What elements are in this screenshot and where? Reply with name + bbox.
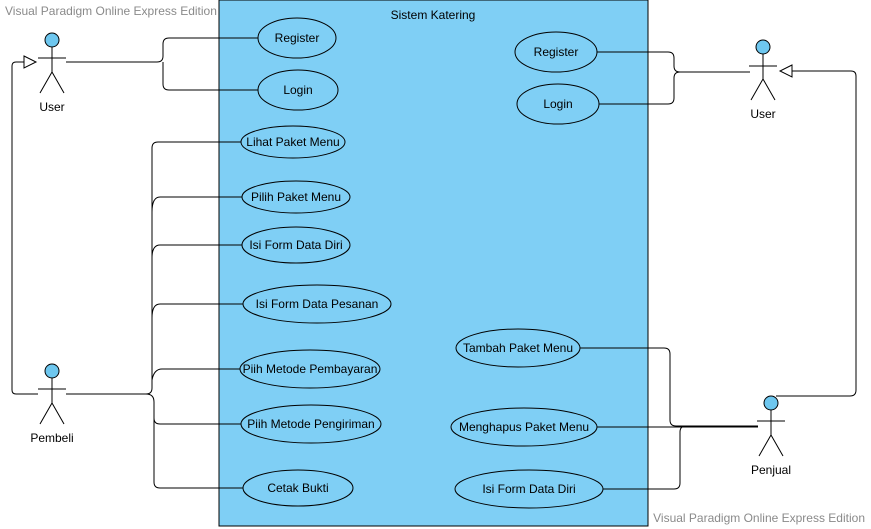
- use-case-ellipse: [454, 469, 604, 509]
- use-case-label: Register: [275, 31, 320, 45]
- use-case-ellipse: [516, 83, 600, 125]
- actor-body: [38, 378, 66, 425]
- use-case-ellipse: [455, 328, 581, 368]
- use-case-ellipse: [240, 125, 346, 159]
- use-case-label: Isi Form Data Diri: [249, 238, 342, 252]
- use-case-label: Login: [543, 97, 572, 111]
- actor-head: [44, 363, 60, 379]
- watermark-top: Visual Paradigm Online Express Edition: [5, 4, 217, 18]
- actor-user-right: User: [749, 39, 777, 121]
- assoc-pembeli-pembayaran: [151, 368, 240, 381]
- use-case-label: Piih Metode Pembayaran: [243, 362, 378, 376]
- actor-label-pembeli: Pembeli: [30, 431, 73, 445]
- use-case-ellipse: [239, 349, 381, 389]
- use-case-ellipse: [450, 407, 598, 447]
- generalization-arrowhead: [23, 55, 38, 69]
- actor-head: [44, 32, 60, 48]
- assoc-pembeli-pesanan: [151, 303, 243, 319]
- use-case-ellipse: [241, 226, 351, 264]
- use-case-cetak-bukti: Cetak Bukti: [242, 469, 354, 507]
- use-case-pilih-paket-menu: Pilih Paket Menu: [241, 180, 351, 214]
- actor-body: [749, 54, 777, 101]
- use-case-ellipse: [240, 404, 382, 444]
- use-case-label: Register: [534, 45, 579, 59]
- use-case-isi-form-data-diri-pembeli: Isi Form Data Diri: [241, 226, 351, 264]
- use-case-ellipse: [242, 469, 354, 507]
- actor-body: [38, 47, 66, 94]
- actor-head: [755, 39, 771, 55]
- use-case-menghapus-paket-menu: Menghapus Paket Menu: [450, 407, 598, 447]
- actor-penjual: Penjual: [751, 395, 791, 477]
- use-case-isi-form-data-diri-penjual: Isi Form Data Diri: [454, 469, 604, 509]
- use-case-login-right: Login: [516, 83, 600, 125]
- use-case-label: Menghapus Paket Menu: [459, 420, 589, 434]
- actor-label-user: User: [39, 100, 64, 114]
- actor-pembeli: Pembeli: [30, 363, 74, 445]
- use-case-ellipse: [514, 31, 598, 73]
- assoc-penjual-tambah: [580, 347, 758, 427]
- actor-label-penjual: Penjual: [751, 463, 791, 477]
- actor-body: [757, 410, 785, 457]
- actor-user-left: User: [38, 32, 66, 114]
- actor-head: [763, 395, 779, 411]
- assoc-user-login: [162, 62, 258, 91]
- use-case-ellipse: [257, 69, 339, 111]
- system-title: Sistem Katering: [391, 8, 476, 22]
- generalization-pembeli-user: [11, 61, 38, 395]
- assoc-penjual-isi-diri: [603, 425, 687, 490]
- assoc-pembeli-cetak: [153, 418, 243, 489]
- use-case-label: Isi Form Data Pesanan: [256, 297, 379, 311]
- use-case-label: Piih Metode Pengiriman: [247, 417, 374, 431]
- assoc-user-register: [66, 37, 258, 63]
- use-case-metode-pengiriman: Piih Metode Pengiriman: [240, 404, 382, 444]
- assoc-pembeli-pilih: [151, 196, 242, 213]
- generalization-penjual-user: [776, 70, 857, 397]
- generalization-arrowhead-right: [778, 64, 793, 78]
- use-case-label: Isi Form Data Diri: [482, 482, 575, 496]
- use-case-label: Login: [283, 83, 312, 97]
- use-case-ellipse: [241, 180, 351, 214]
- assoc-user-right-register: [597, 51, 750, 73]
- use-case-label: Lihat Paket Menu: [246, 135, 339, 149]
- watermark-bottom: Visual Paradigm Online Express Edition: [653, 511, 865, 525]
- use-case-register-left: Register: [257, 17, 337, 59]
- use-case-tambah-paket-menu: Tambah Paket Menu: [455, 328, 581, 368]
- use-case-label: Tambah Paket Menu: [463, 341, 573, 355]
- use-case-lihat-paket-menu: Lihat Paket Menu: [240, 125, 346, 159]
- use-case-ellipse: [257, 17, 337, 59]
- use-case-metode-pembayaran: Piih Metode Pembayaran: [239, 349, 381, 389]
- use-case-label: Cetak Bukti: [267, 481, 328, 495]
- use-case-ellipse: [242, 284, 392, 324]
- assoc-pembeli-lihat: [66, 141, 242, 395]
- use-case-register-right: Register: [514, 31, 598, 73]
- use-case-label: Pilih Paket Menu: [251, 190, 341, 204]
- assoc-pembeli-isi-diri: [151, 244, 242, 259]
- use-case-isi-form-data-pesanan: Isi Form Data Pesanan: [242, 284, 392, 324]
- actor-label-user-right: User: [750, 107, 775, 121]
- assoc-user-right-login: [599, 71, 681, 105]
- use-case-login-left: Login: [257, 69, 339, 111]
